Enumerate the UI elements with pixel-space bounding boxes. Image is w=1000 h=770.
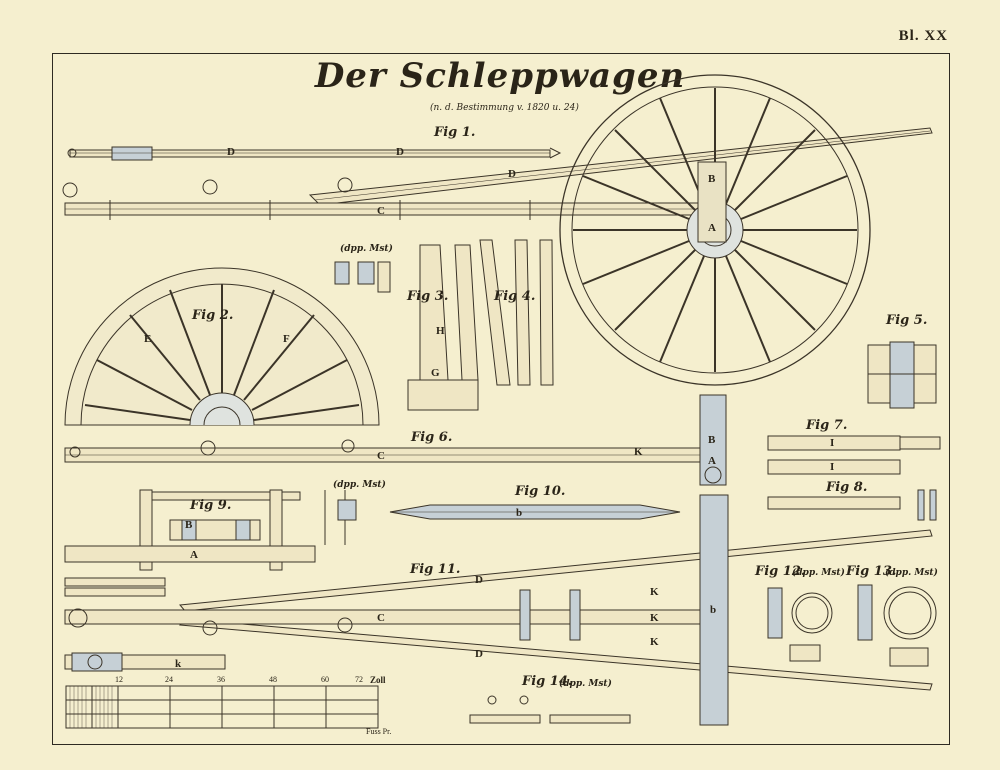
part-letter-D: D bbox=[508, 168, 516, 180]
part-letter-G: G bbox=[431, 367, 440, 379]
fig7-label: Fig 7. bbox=[806, 418, 848, 433]
fig5-hub-detail bbox=[867, 341, 937, 409]
part-letter-H: H bbox=[436, 325, 445, 337]
scale-tick: 72 bbox=[355, 675, 363, 684]
fig12-label: Fig 12. bbox=[755, 564, 806, 579]
part-letter-D: D bbox=[475, 574, 483, 586]
scale-tick: 48 bbox=[269, 675, 277, 684]
fig11-label: Fig 11. bbox=[410, 562, 461, 577]
fig12-ring bbox=[767, 587, 833, 662]
fig6-label: Fig 6. bbox=[411, 430, 453, 445]
fig2-label: Fig 2. bbox=[192, 308, 234, 323]
scale-tick: 36 bbox=[217, 675, 225, 684]
part-letter-k: k bbox=[175, 658, 182, 670]
part-letter-B: B bbox=[708, 434, 716, 446]
fig1-pole bbox=[308, 127, 933, 206]
fig14-parts bbox=[469, 695, 631, 724]
part-letter-D: D bbox=[227, 146, 235, 158]
part-letter-F: F bbox=[283, 333, 290, 345]
part-letter-K: K bbox=[650, 636, 659, 648]
part-letter-b: b bbox=[516, 507, 523, 519]
fig1-wheel bbox=[559, 74, 871, 386]
fig4-label: Fig 4. bbox=[494, 289, 536, 304]
fig2-half-wheel bbox=[64, 267, 380, 426]
part-letter-I: I bbox=[830, 437, 835, 449]
fig10-plate bbox=[389, 504, 681, 520]
part-letter-B: B bbox=[185, 519, 193, 531]
fig10-label: Fig 10. bbox=[515, 484, 566, 499]
part-letter-K: K bbox=[650, 586, 659, 598]
fig8-label: Fig 8. bbox=[826, 480, 868, 495]
fig8-bar bbox=[767, 489, 937, 521]
part-letter-A: A bbox=[190, 549, 198, 561]
fig5-label: Fig 5. bbox=[886, 313, 928, 328]
plate-frame bbox=[52, 53, 950, 745]
fig1-frame bbox=[62, 177, 726, 222]
fig9-frame bbox=[64, 489, 316, 571]
fig6-beam bbox=[64, 394, 727, 486]
fig1-drawbar-top bbox=[67, 146, 562, 161]
part-letter-B: B bbox=[708, 173, 716, 185]
part-letter-C: C bbox=[377, 612, 385, 624]
part-letter-D: D bbox=[475, 648, 483, 660]
scale-tick: 24 bbox=[165, 675, 173, 684]
part-letter-K: K bbox=[634, 446, 643, 458]
part-letter-A: A bbox=[708, 455, 716, 467]
part-letter-E: E bbox=[144, 333, 152, 345]
fig4-part bbox=[479, 239, 554, 386]
scale-tick: 12 bbox=[115, 675, 123, 684]
fig3-note: (dpp. Mst) bbox=[340, 244, 393, 254]
fig3-hardware bbox=[334, 261, 391, 293]
fig1-label: Fig 1. bbox=[434, 125, 476, 140]
fig3-label: Fig 3. bbox=[407, 289, 449, 304]
plate-subtitle: (n. d. Bestimmung v. 1820 u. 24) bbox=[430, 103, 579, 113]
fig14-label: Fig 14. bbox=[522, 674, 573, 689]
fig11-left-pieces bbox=[64, 577, 226, 672]
plate-number: Bl. XX bbox=[898, 28, 948, 44]
scale-unit: Zoll bbox=[370, 675, 386, 685]
fig7-bar bbox=[767, 435, 941, 475]
fig13-label: Fig 13. bbox=[846, 564, 897, 579]
fig12-note: (dpp. Mst) bbox=[792, 568, 845, 578]
fig9-label: Fig 9. bbox=[190, 498, 232, 513]
part-letter-K: K bbox=[650, 612, 659, 624]
scale-bar bbox=[65, 685, 379, 729]
part-letter-A: A bbox=[708, 222, 716, 234]
fig13-ring bbox=[857, 584, 937, 667]
scale-tick: 60 bbox=[321, 675, 329, 684]
part-letter-b: b bbox=[710, 604, 717, 616]
plate-title: Der Schleppwagen bbox=[314, 56, 686, 96]
fig9-pins bbox=[324, 490, 357, 545]
fig3-part bbox=[407, 244, 479, 411]
scale-footer: Fuss Pr. bbox=[366, 727, 392, 736]
fig14-note: (dpp. Mst) bbox=[559, 679, 612, 689]
part-letter-D: D bbox=[396, 146, 404, 158]
fig9-note: (dpp. Mst) bbox=[333, 480, 386, 490]
part-letter-C: C bbox=[377, 205, 385, 217]
fig13-note: (dpp. Mst) bbox=[885, 568, 938, 578]
part-letter-I: I bbox=[830, 461, 835, 473]
part-letter-C: C bbox=[377, 450, 385, 462]
fig11-frame bbox=[64, 494, 933, 726]
